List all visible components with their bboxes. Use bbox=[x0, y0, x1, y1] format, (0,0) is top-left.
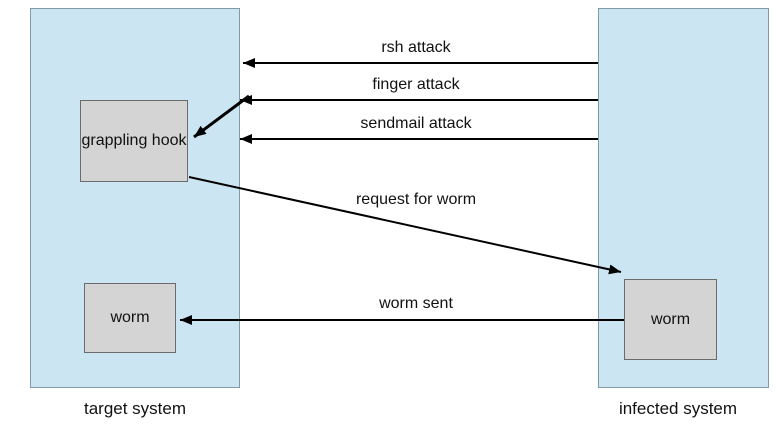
target-system-caption: target system bbox=[83, 399, 187, 418]
sendmail-attack-label: sendmail attack bbox=[357, 115, 475, 133]
grappling-hook-node: grappling hook bbox=[80, 100, 188, 182]
grappling-hook-label: grappling hook bbox=[81, 132, 187, 149]
request-for-worm-label: request for worm bbox=[352, 191, 480, 209]
worm-sent-label: worm sent bbox=[376, 295, 456, 313]
finger-attack-label: finger attack bbox=[369, 76, 463, 94]
rsh-attack-label: rsh attack bbox=[378, 39, 454, 57]
target-worm-node: worm bbox=[84, 283, 176, 353]
infected-worm-label: worm bbox=[650, 310, 691, 328]
infected-worm-node: worm bbox=[624, 279, 717, 360]
infected-system-caption: infected system bbox=[618, 399, 738, 418]
target-worm-label: worm bbox=[110, 309, 150, 326]
